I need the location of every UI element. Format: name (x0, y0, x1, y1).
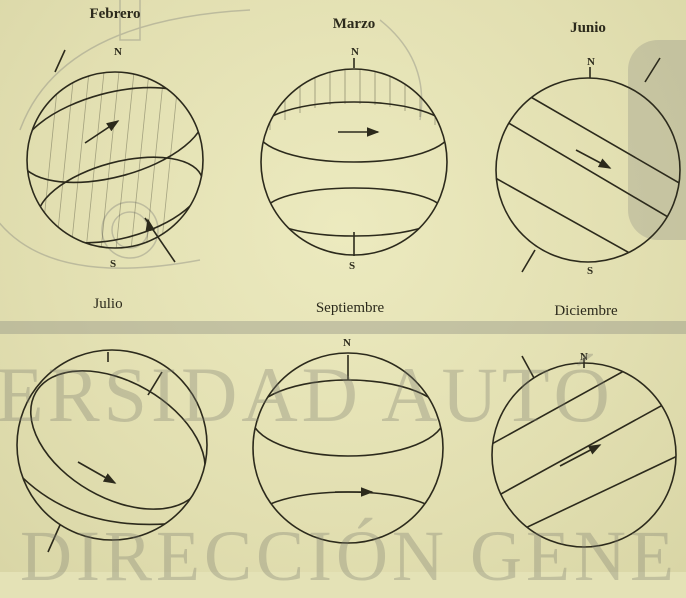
caption-marzo: Marzo (333, 16, 375, 33)
pole-s-marzo: S (349, 260, 355, 272)
caption-septiembre: Septiembre (316, 300, 384, 317)
pole-n-septiembre: N (343, 337, 351, 349)
caption-diciembre: Diciembre (554, 303, 617, 320)
globe-diagrams (0, 0, 686, 572)
caption-febrero: Febrero (89, 6, 140, 23)
pole-s-junio: S (587, 265, 593, 277)
watermark-line-2: DIRECCIÓN GENE (20, 515, 678, 598)
pole-s-febrero: S (110, 258, 116, 270)
caption-julio: Julio (93, 296, 122, 313)
pole-n-marzo: N (351, 46, 359, 58)
caption-junio: Junio (570, 20, 606, 37)
pole-n-junio: N (587, 56, 595, 68)
watermark-seal (0, 0, 422, 268)
globe-junio (490, 58, 686, 272)
watermark-line-1: ERSIDAD AUTÓ (0, 350, 614, 440)
pole-n-febrero: N (114, 46, 122, 58)
